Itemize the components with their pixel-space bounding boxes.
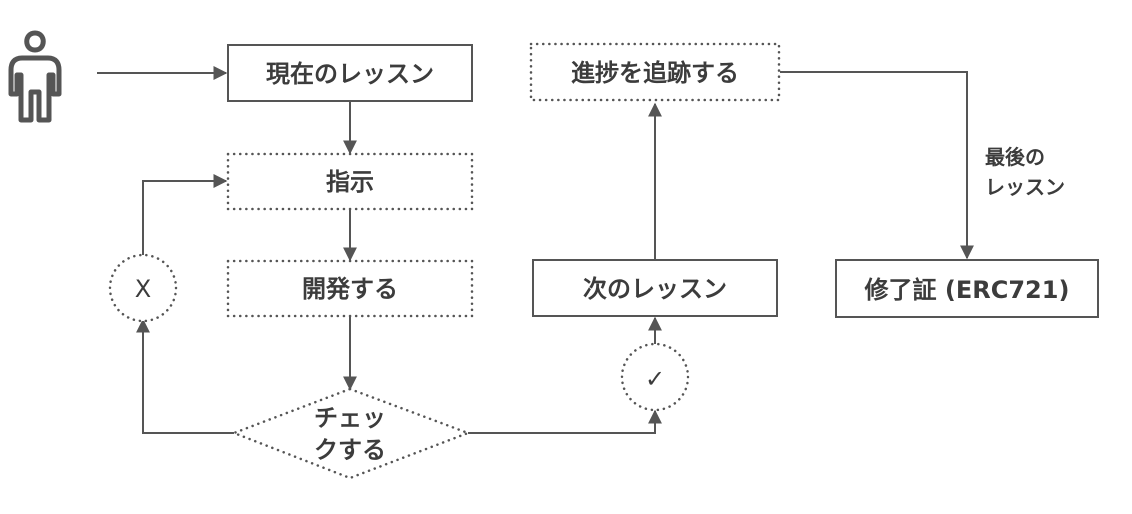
edge-check-to-fail (136, 318, 234, 434)
edge-check-to-pass (468, 409, 662, 434)
node-track-progress: 進捗を追跡する (529, 42, 781, 102)
current-lesson-label: 現在のレッスン (266, 60, 434, 88)
person-icon (8, 30, 62, 123)
node-instructions: 指示 (226, 152, 474, 211)
node-check: チェッ クする (230, 387, 472, 480)
edges (97, 66, 974, 434)
node-next-lesson: 次のレッスン (532, 259, 778, 317)
edge-track-to-certificate (780, 71, 974, 260)
fail-mark: X (135, 275, 151, 303)
track-progress-label: 進捗を追跡する (571, 59, 739, 87)
node-pass: ✓ (620, 342, 690, 412)
last-lesson-line2: レッスン (985, 175, 1065, 199)
certificate-label: 修了証 (ERC721) (864, 276, 1070, 304)
check-label-line1: チェッ (314, 404, 386, 432)
develop-label: 開発する (302, 275, 398, 303)
node-develop: 開発する (226, 259, 474, 318)
last-lesson-line1: 最後の (985, 145, 1045, 169)
node-current-lesson: 現在のレッスン (227, 44, 473, 102)
node-certificate: 修了証 (ERC721) (835, 259, 1099, 318)
node-fail: X (108, 253, 178, 323)
edge-label-last-lesson: 最後の レッスン (985, 145, 1065, 199)
instructions-label: 指示 (326, 168, 374, 196)
check-mark-icon: ✓ (645, 365, 665, 393)
next-lesson-label: 次のレッスン (583, 275, 727, 303)
edge-fail-to-instructions (142, 174, 228, 256)
check-label-line2: クする (314, 436, 386, 464)
